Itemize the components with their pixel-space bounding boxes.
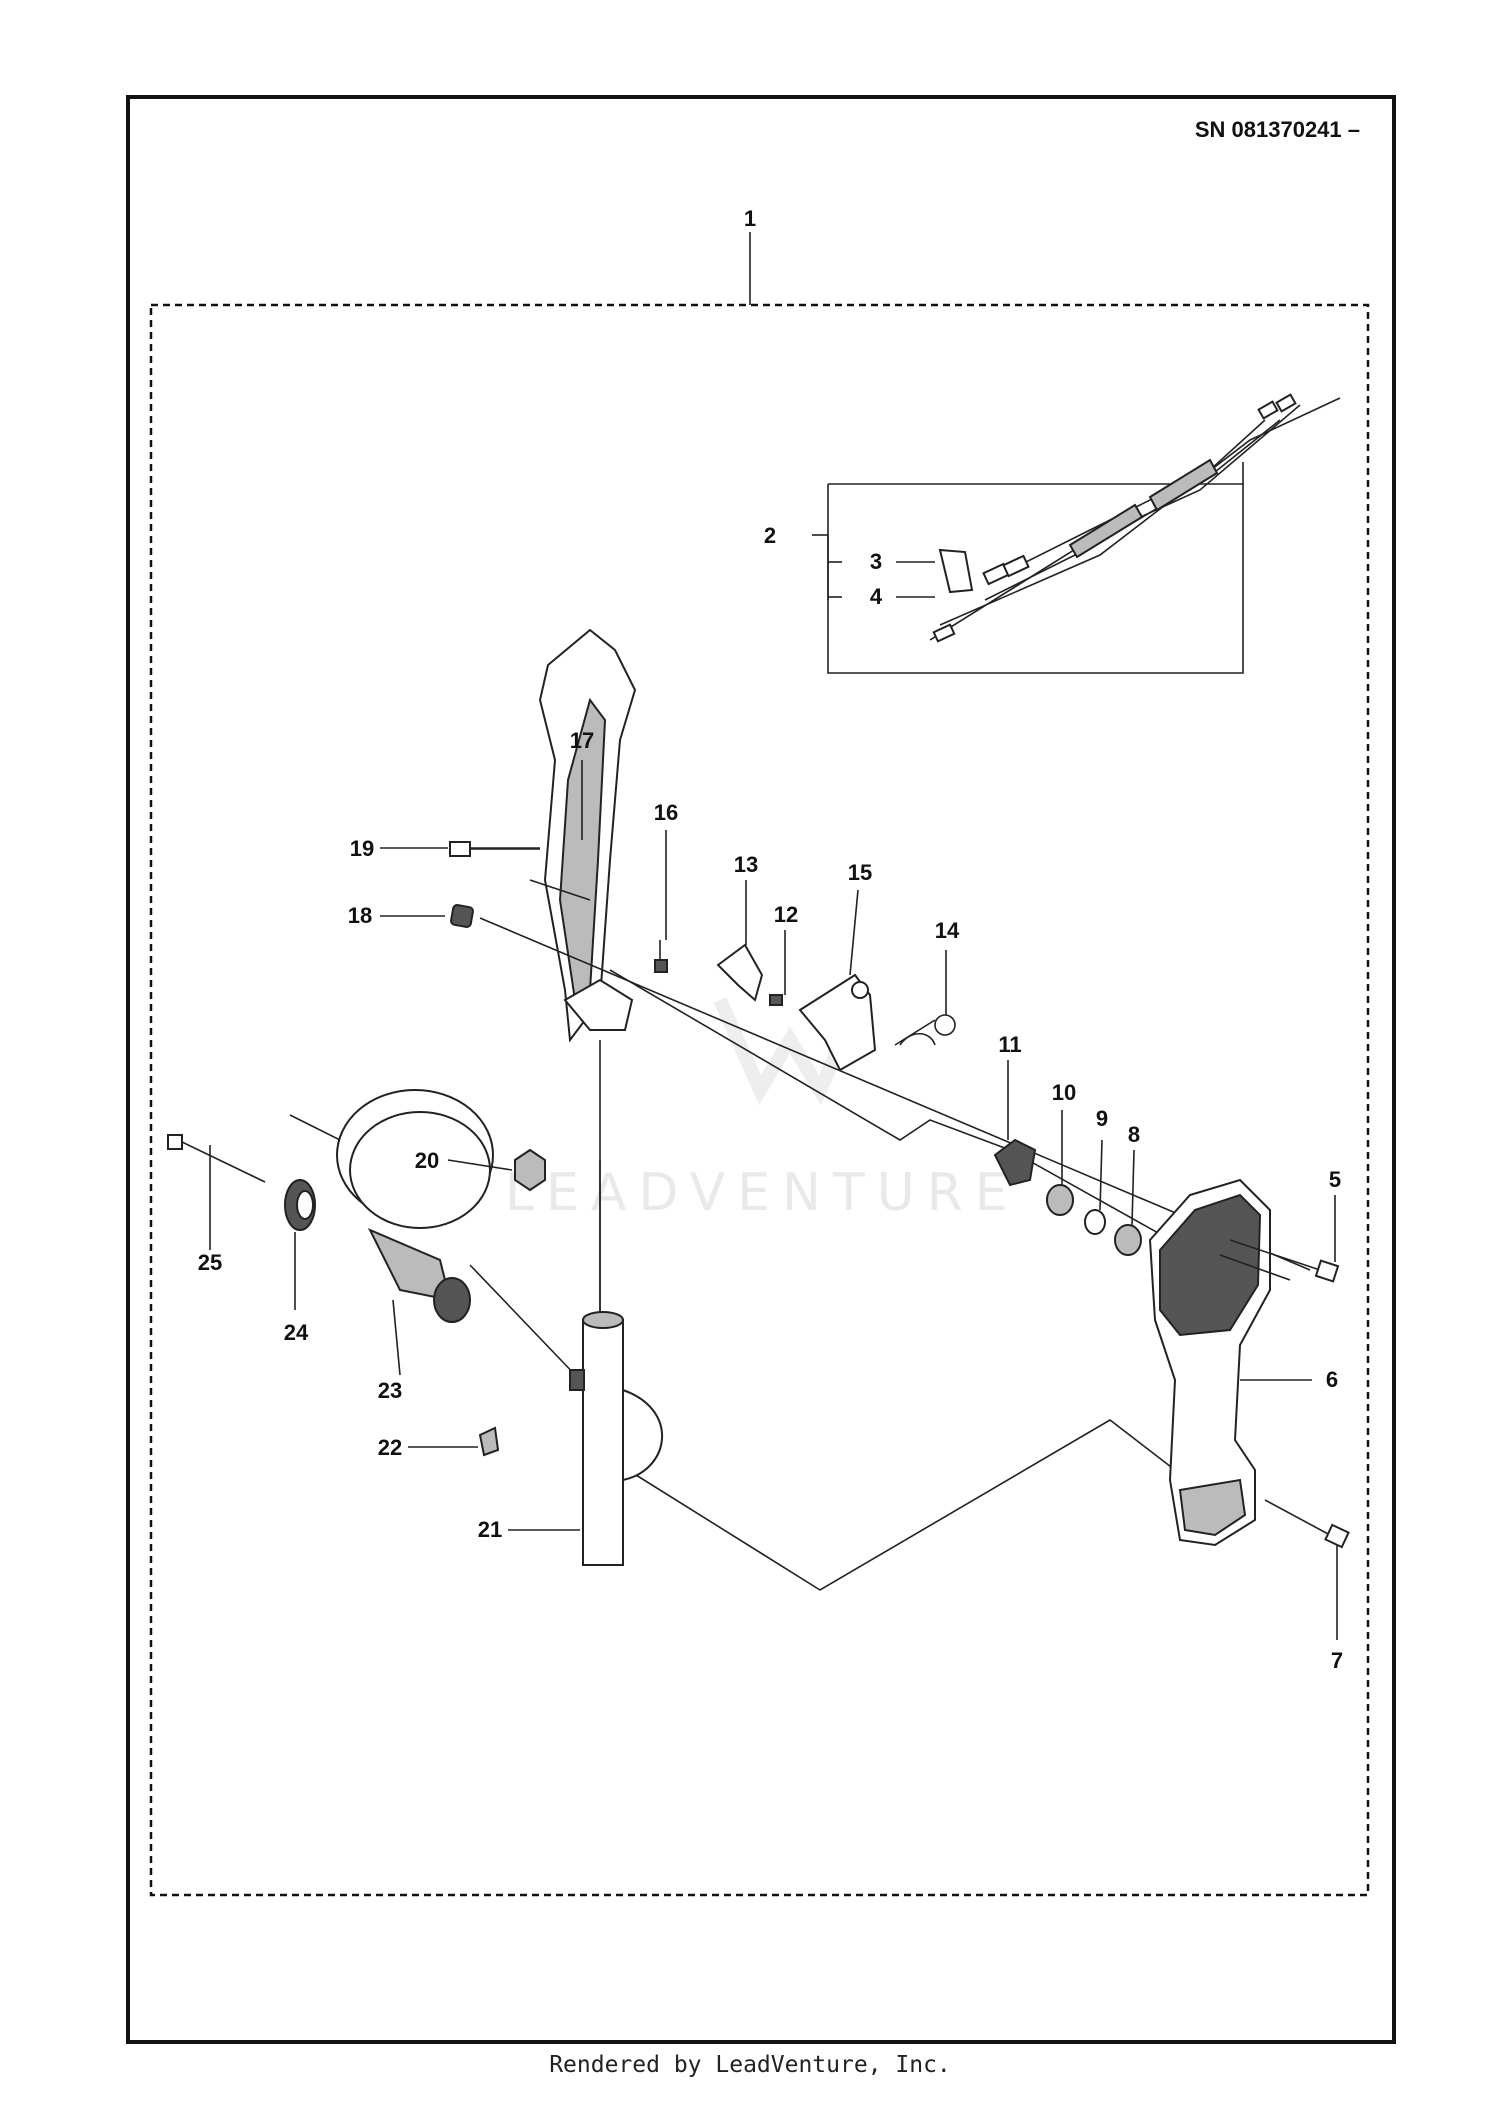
callout-5: 5 xyxy=(1329,1167,1341,1192)
clamp-23-icon xyxy=(336,1089,494,1323)
assembly-border xyxy=(149,303,1370,1897)
callout-19: 19 xyxy=(350,836,374,861)
spring-16-icon xyxy=(654,940,668,973)
watermark: LEADVENTURE xyxy=(505,1163,1020,1223)
washer-8-icon xyxy=(1114,1224,1142,1256)
callout-21: 21 xyxy=(478,1517,502,1542)
callout-6: 6 xyxy=(1326,1367,1338,1392)
callout-3: 3 xyxy=(870,549,882,574)
part-11-icon xyxy=(993,1138,1037,1187)
screw-19-icon xyxy=(449,841,540,857)
outer-frame xyxy=(126,95,1396,2044)
trigger-13-icon xyxy=(716,943,764,1002)
cover-15-icon xyxy=(798,973,877,1072)
leadventure-logo-icon xyxy=(713,997,867,1106)
screw-12-icon xyxy=(769,994,783,1006)
knob-24-icon xyxy=(284,1179,316,1231)
callout-25: 25 xyxy=(198,1250,222,1275)
nut-20-icon xyxy=(514,1148,546,1192)
callout-16: 16 xyxy=(654,800,678,825)
callout-15: 15 xyxy=(848,860,872,885)
clip-22-icon xyxy=(478,1426,500,1457)
screw-5-icon xyxy=(1219,1239,1340,1283)
handle-housing xyxy=(538,628,637,1043)
bolt-25-icon xyxy=(167,1134,266,1183)
footer-credit: Rendered by LeadVenture, Inc. xyxy=(549,2052,951,2078)
callout-20: 20 xyxy=(415,1148,439,1173)
callout-11: 11 xyxy=(998,1032,1021,1057)
callout-4: 4 xyxy=(870,584,883,609)
clip-18-icon xyxy=(450,904,474,928)
spring-14-icon xyxy=(894,1014,956,1046)
callout-2: 2 xyxy=(764,523,776,548)
cable-kit-group xyxy=(812,393,1341,674)
rear-handle xyxy=(1148,1178,1271,1547)
bushing-10-icon xyxy=(1046,1184,1074,1216)
tube-21-icon xyxy=(569,1311,663,1566)
washer-9-icon xyxy=(1084,1209,1106,1235)
callout-17: 17 xyxy=(570,728,594,753)
callout-18: 18 xyxy=(348,903,372,928)
callout-24: 24 xyxy=(284,1320,309,1345)
callout-23: 23 xyxy=(378,1378,402,1403)
callout-1: 1 xyxy=(744,206,756,231)
callout-8: 8 xyxy=(1128,1122,1140,1147)
callout-22: 22 xyxy=(378,1435,402,1460)
callout-13: 13 xyxy=(734,852,758,877)
callout-7: 7 xyxy=(1331,1648,1343,1673)
leader-lines xyxy=(209,760,1338,1640)
screw-7-icon xyxy=(1264,1499,1350,1549)
serial-number: SN 081370241 – xyxy=(1195,117,1360,142)
callout-10: 10 xyxy=(1052,1080,1076,1105)
coiled-sleeve-icon xyxy=(1068,458,1219,559)
callout-9: 9 xyxy=(1096,1106,1108,1131)
callout-12: 12 xyxy=(774,902,798,927)
callout-14: 14 xyxy=(935,918,960,943)
